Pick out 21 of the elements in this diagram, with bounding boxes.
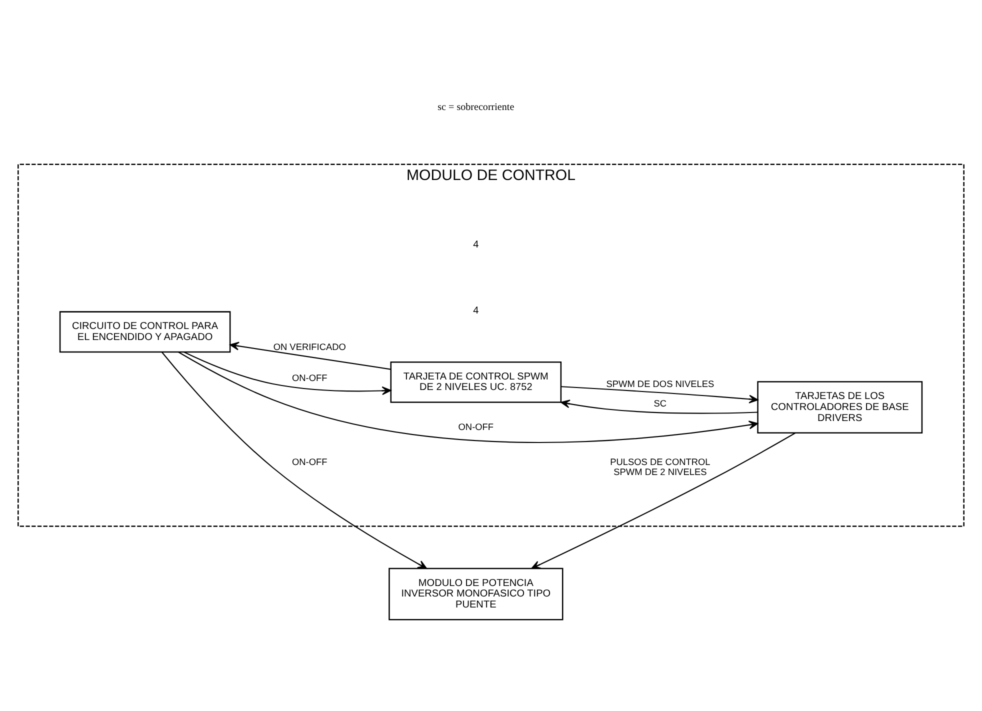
edge-label: SC <box>654 398 667 408</box>
arrow <box>531 432 796 568</box>
node-box: CIRCUITO DE CONTROL PARA EL ENCENDIDO Y APAGADO <box>59 310 231 352</box>
node-box: TARJETAS DE LOS CONTROLADORES DE BASE DRIVERS <box>757 380 923 433</box>
arrow <box>560 399 758 414</box>
arrow <box>184 351 392 395</box>
edge-label: ON-OFF <box>292 372 328 383</box>
node-box: TARJETA DE CONTROL SPWM DE 2 NIVELES UC. 8752 <box>390 360 562 402</box>
arrow <box>230 341 391 370</box>
edge-label: ON VERIFICADO <box>273 342 346 352</box>
node-box: MODULO DE POTENCIA INVERSOR MONOFASICO TIPO PUENTE <box>388 567 564 620</box>
label: 4 <box>473 238 479 250</box>
edge-label: PULSOS DE CONTROL SPWM DE 2 NIVELES <box>610 456 710 476</box>
edge-label: ON-OFF <box>458 421 494 432</box>
edge-label: ON-OFF <box>292 456 328 466</box>
label: sc = sobrecorriente <box>438 102 514 113</box>
arrow <box>561 386 758 403</box>
arrow <box>178 351 758 442</box>
edge-label: SPWM DE DOS NIVELES <box>606 378 714 389</box>
arrow <box>161 351 428 569</box>
label: 4 <box>473 305 479 316</box>
